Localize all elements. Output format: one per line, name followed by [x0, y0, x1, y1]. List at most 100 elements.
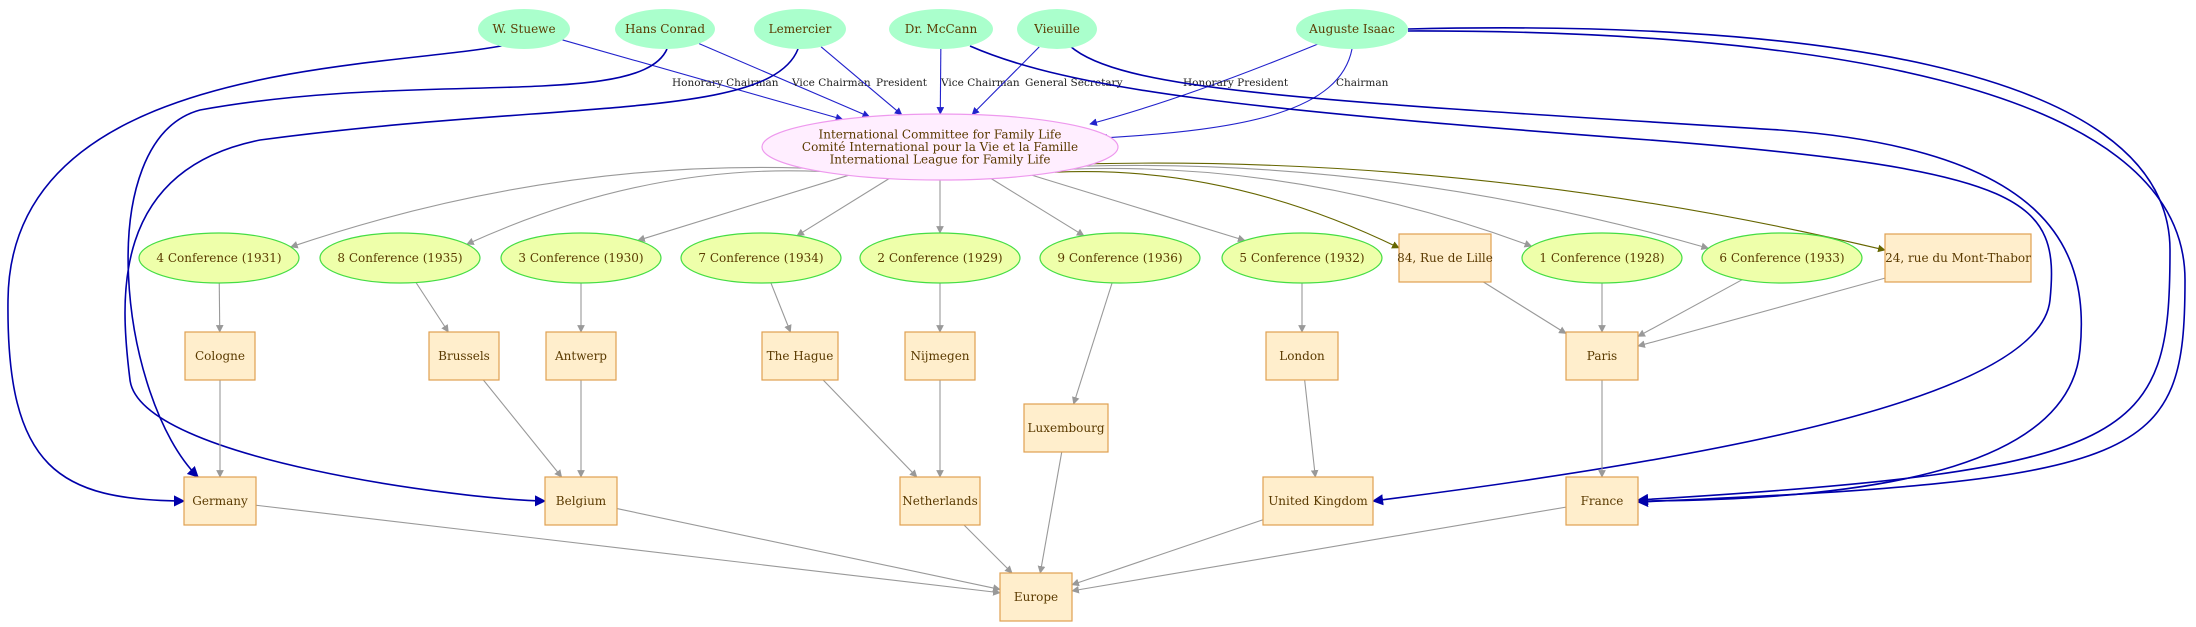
node-stuewe[interactable]: W. Stuewe: [478, 9, 570, 49]
node-shape: [478, 9, 570, 49]
node-label: London: [1279, 349, 1325, 363]
edge-france-to-europe: [1071, 506, 1567, 594]
node-vieuille[interactable]: Vieuille: [1017, 9, 1097, 49]
node-germany[interactable]: Germany: [183, 476, 257, 526]
edge-c7-to-hague: [770, 282, 792, 333]
node-shape: [1296, 9, 1408, 49]
node-shape: [184, 331, 256, 381]
node-shape: [859, 232, 1021, 284]
node-isaac[interactable]: Auguste Isaac: [1296, 9, 1408, 49]
edge-icfl-to-c7: [796, 178, 890, 237]
edge-icfl-to-c6: [1085, 164, 1710, 251]
edge-icfl-to-thabor: [1093, 162, 1886, 253]
edge-label: President: [876, 77, 928, 89]
node-shape: [500, 232, 662, 284]
node-belgium[interactable]: Belgium: [544, 476, 618, 526]
node-shape: [899, 476, 981, 526]
node-lemercier[interactable]: Lemercier: [754, 9, 846, 49]
node-label: Brussels: [438, 349, 490, 363]
node-shape: [428, 331, 500, 381]
node-c3[interactable]: 3 Conference (1930): [500, 232, 662, 284]
edge-conrad-to-icfl: [698, 43, 871, 118]
edge-c8-to-brussels: [415, 282, 449, 333]
node-label: 8 Conference (1935): [337, 251, 462, 265]
node-c8[interactable]: 8 Conference (1935): [319, 232, 481, 284]
edge-icfl-to-c4: [290, 166, 804, 249]
node-label: 3 Conference (1930): [518, 251, 643, 265]
node-label: The Hague: [767, 349, 834, 363]
node-c4[interactable]: 4 Conference (1931): [138, 232, 300, 284]
node-europe[interactable]: Europe: [999, 572, 1073, 622]
edge-thabor-to-paris: [1637, 277, 1886, 348]
node-label: Dr. McCann: [905, 22, 978, 36]
edge-london-to-uk: [1304, 379, 1319, 478]
node-thabor[interactable]: 24, rue du Mont-Thabor: [1884, 233, 2032, 283]
node-conrad[interactable]: Hans Conrad: [615, 9, 715, 49]
edge-stuewe-to-germany: [7, 44, 507, 507]
node-label: Europe: [1014, 590, 1058, 604]
node-c6[interactable]: 6 Conference (1933): [1701, 232, 1863, 284]
node-shape: [761, 331, 839, 381]
node-shape: [1262, 476, 1374, 526]
node-shape: [999, 572, 1073, 622]
node-label: 5 Conference (1932): [1239, 251, 1364, 265]
node-brussels[interactable]: Brussels: [428, 331, 500, 381]
node-london[interactable]: London: [1265, 331, 1339, 381]
node-label: Germany: [192, 494, 248, 508]
edge-isaac-to-france-1: [1407, 30, 2186, 508]
node-shape: [1565, 331, 1639, 381]
node-c5[interactable]: 5 Conference (1932): [1221, 232, 1383, 284]
node-shape: [1884, 233, 2032, 283]
node-mccann[interactable]: Dr. McCann: [889, 9, 993, 49]
node-shape: [615, 9, 715, 49]
node-cologne[interactable]: Cologne: [184, 331, 256, 381]
node-shape: [904, 331, 976, 381]
node-c7[interactable]: 7 Conference (1934): [680, 232, 842, 284]
node-c9[interactable]: 9 Conference (1936): [1039, 232, 1201, 284]
node-label: 7 Conference (1934): [698, 251, 823, 265]
edge-label: Honorary Chairman: [672, 77, 779, 89]
edge-c9-to-luxembourg: [1072, 282, 1113, 405]
node-shape: [138, 232, 300, 284]
node-netherlands[interactable]: Netherlands: [899, 476, 981, 526]
node-france[interactable]: France: [1565, 476, 1639, 526]
node-label: Paris: [1587, 349, 1617, 363]
node-label: Lemercier: [769, 22, 832, 36]
node-shape: [544, 476, 618, 526]
edge-isaac-to-icfl-1: [1099, 48, 1353, 142]
node-shape: [889, 9, 993, 49]
edge-icfl-to-c9: [990, 178, 1085, 237]
edge-uk-to-europe: [1071, 519, 1264, 587]
edge-brussels-to-belgium: [482, 379, 563, 478]
node-nijmegen[interactable]: Nijmegen: [904, 331, 976, 381]
node-lille[interactable]: 84, Rue de Lille: [1397, 233, 1493, 283]
node-shape: [1023, 403, 1109, 453]
edge-icfl-to-c3: [637, 174, 849, 243]
node-uk[interactable]: United Kingdom: [1262, 476, 1374, 526]
node-paris[interactable]: Paris: [1565, 331, 1639, 381]
edge-netherlands-to-europe: [963, 524, 1013, 574]
edge-icfl-to-c5: [1031, 174, 1246, 243]
node-c2[interactable]: 2 Conference (1929): [859, 232, 1021, 284]
node-label: 24, rue du Mont-Thabor: [1885, 251, 2031, 265]
edge-c4-to-cologne: [215, 282, 224, 333]
node-shape: [754, 9, 846, 49]
edge-mccann-to-icfl: [936, 48, 945, 115]
node-label: Antwerp: [554, 349, 607, 363]
node-hague[interactable]: The Hague: [761, 331, 839, 381]
node-shape: [1398, 233, 1492, 283]
node-label: 4 Conference (1931): [156, 251, 281, 265]
node-shape: [761, 113, 1119, 181]
edge-germany-to-europe: [255, 504, 1001, 596]
node-icfl[interactable]: International Committee for Family LifeC…: [761, 113, 1119, 181]
edge-lemercier-to-icfl: [820, 46, 903, 116]
node-shape: [1017, 9, 1097, 49]
node-antwerp[interactable]: Antwerp: [545, 331, 617, 381]
edge-vieuille-to-france: [1069, 45, 2083, 507]
node-label-line: Comité International pour la Vie et la F…: [802, 140, 1078, 154]
edge-hague-to-netherlands: [822, 379, 918, 478]
node-label: Hans Conrad: [625, 22, 705, 36]
node-luxembourg[interactable]: Luxembourg: [1023, 403, 1109, 453]
node-c1[interactable]: 1 Conference (1928): [1521, 232, 1683, 284]
